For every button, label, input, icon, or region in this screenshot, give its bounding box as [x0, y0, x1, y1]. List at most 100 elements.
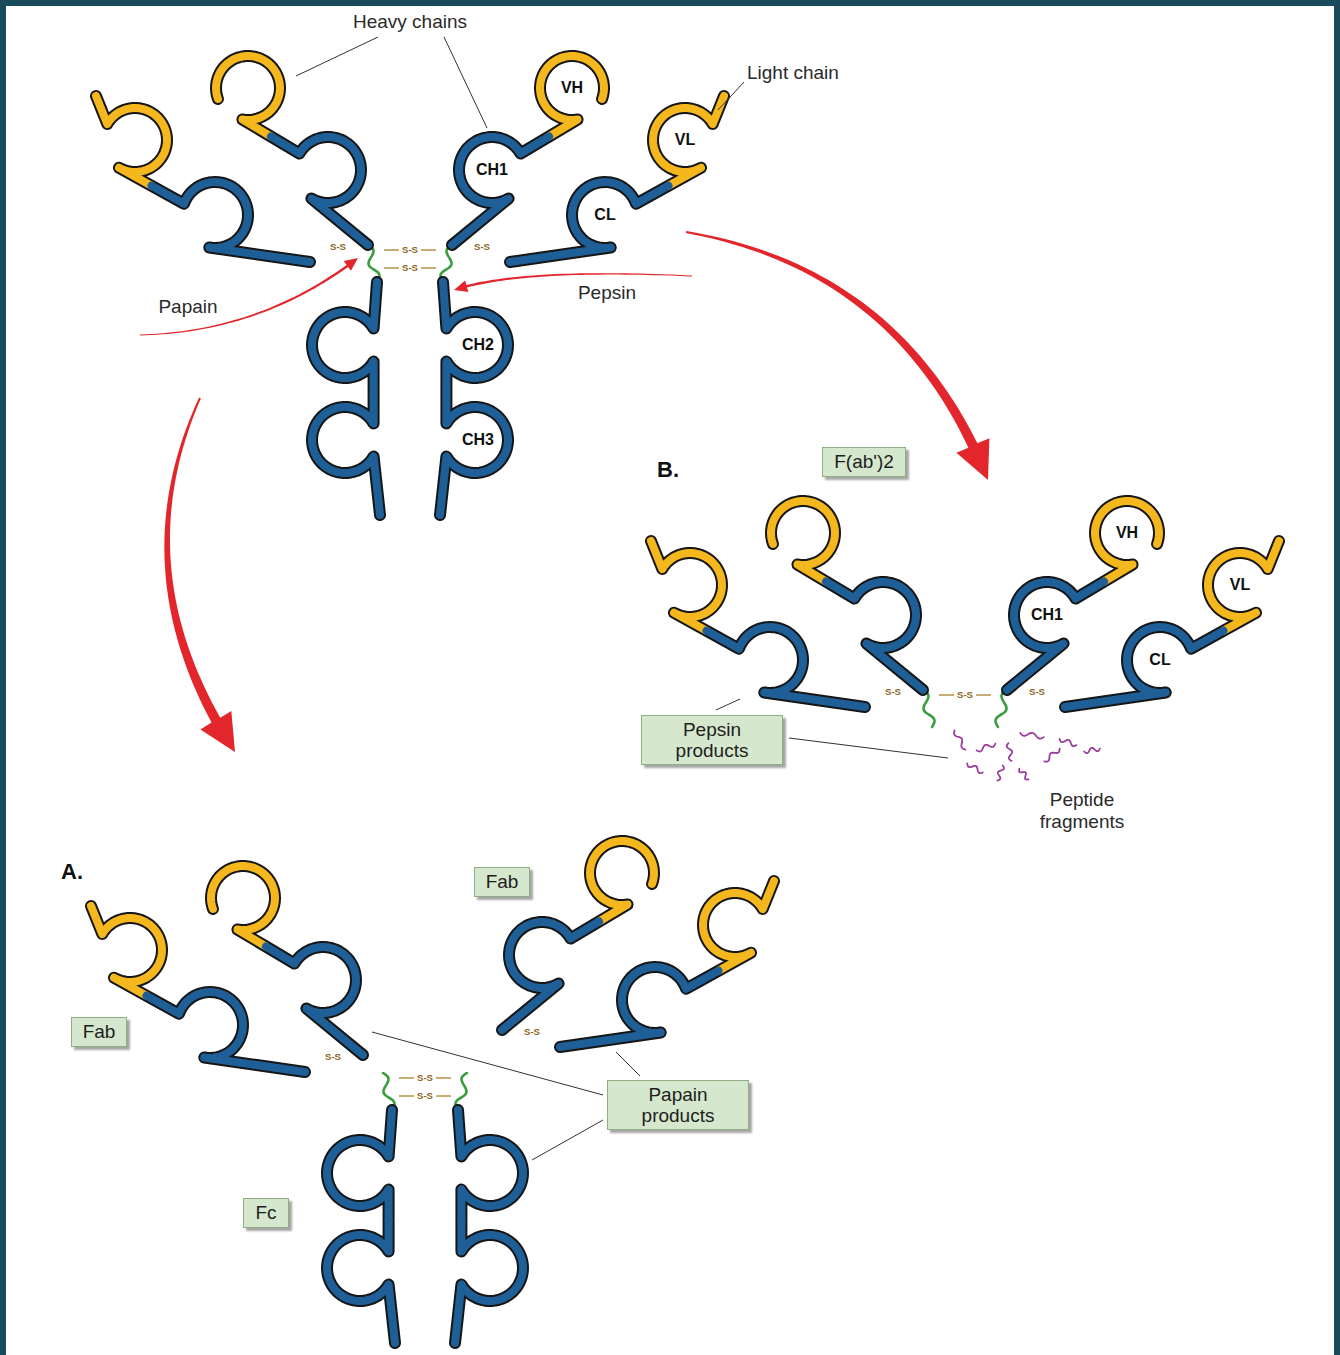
peptide-fragment	[1084, 748, 1100, 753]
disulfide-label: S-S	[402, 245, 418, 256]
chain-domain	[443, 282, 508, 393]
product-label-box: Fab	[71, 1017, 128, 1046]
domain-name: VH	[1116, 524, 1138, 542]
label-holder: S-S	[885, 687, 901, 698]
disulfide-label: S-S	[885, 687, 901, 698]
chain-domain	[1208, 541, 1279, 631]
chain-outline	[455, 1110, 523, 1343]
domain-name: VL	[1230, 576, 1250, 594]
chain-domain	[826, 582, 923, 690]
label-holder: CH3	[462, 431, 494, 449]
peptide-fragment	[954, 730, 965, 749]
label-holder: Peptide fragments	[1025, 789, 1140, 833]
product-label-box: Papain products	[607, 1080, 749, 1131]
disulfide-label: S-S	[474, 242, 490, 253]
domain-name: CH3	[462, 431, 494, 449]
product-label: Pepsin products	[653, 719, 771, 762]
product-label-box: Fc	[243, 1198, 288, 1227]
peptide-fragment	[1020, 733, 1044, 739]
chain-domain	[771, 501, 835, 581]
label-holder: S-S	[474, 242, 490, 253]
light-chain	[651, 541, 865, 707]
peptide-fragment	[1007, 743, 1012, 761]
light-chain	[560, 881, 774, 1047]
chain-domain	[706, 627, 865, 707]
label-holder: S-S	[402, 245, 418, 256]
chain-domain	[540, 56, 604, 136]
leader-line	[444, 37, 487, 128]
chain-outline	[1065, 541, 1279, 707]
chain-domain	[312, 282, 377, 393]
heavy-chain	[771, 501, 923, 690]
chain-outline	[771, 501, 923, 690]
chain-outline	[1007, 501, 1159, 690]
heavy-chain	[312, 282, 380, 515]
disulfide-bond	[436, 1077, 451, 1078]
leader-line	[718, 82, 744, 110]
chain-outline	[651, 541, 865, 707]
disulfide-bond	[436, 1095, 451, 1096]
disulfide-bond	[939, 694, 954, 695]
chain-outline	[211, 866, 363, 1055]
disulfide-bond	[421, 267, 436, 268]
label-holder: S-S	[1029, 687, 1045, 698]
label-holder: CL	[1149, 651, 1170, 669]
panel-letter: B.	[657, 457, 679, 482]
chain-outline	[440, 282, 508, 515]
chain-domain	[590, 841, 654, 921]
label-holder: A.	[61, 859, 83, 884]
domain-name: VH	[561, 79, 583, 97]
chain-domain	[1065, 627, 1224, 707]
domain-name: CL	[594, 206, 615, 224]
domain-name: CH2	[462, 336, 494, 354]
enzyme-name: Papain	[158, 296, 217, 318]
product-label: Fc	[255, 1202, 276, 1223]
label-holder: S-S	[330, 242, 346, 253]
label-holder: Light chain	[747, 62, 839, 84]
peptide-fragment	[967, 764, 983, 774]
product-label-box: F(ab')2	[822, 447, 906, 476]
chain-domain	[1095, 501, 1159, 581]
chain-name: Light chain	[747, 62, 839, 84]
disulfide-bond	[399, 1077, 414, 1078]
label-holder: B.	[657, 457, 679, 482]
light-chain	[510, 96, 724, 262]
cleavage-arrow	[140, 258, 358, 336]
leader-line	[296, 37, 378, 76]
domain-name: CH1	[476, 161, 508, 179]
label-holder: Pepsin	[578, 282, 636, 304]
disulfide-bond	[384, 249, 399, 250]
label-holder: VL	[675, 131, 695, 149]
peptide-fragment	[1060, 739, 1077, 746]
leader-line	[532, 1120, 603, 1160]
chain-outline	[312, 282, 380, 515]
disulfide-label: S-S	[402, 263, 418, 274]
heavy-chain	[440, 282, 508, 515]
label-holder: CL	[594, 206, 615, 224]
label-holder: S-S	[417, 1073, 433, 1084]
chain-domain	[216, 56, 280, 136]
disulfide-label: S-S	[524, 1027, 540, 1038]
disulfide-bond	[399, 1095, 414, 1096]
label-holder: S-S	[417, 1091, 433, 1102]
chain-domain	[651, 541, 722, 631]
chain-domain	[312, 393, 380, 516]
chain-outline	[327, 1110, 395, 1343]
label-holder: CH1	[476, 161, 508, 179]
chain-domain	[211, 866, 275, 946]
disulfide-label: S-S	[417, 1091, 433, 1102]
leader-line	[716, 699, 740, 710]
chain-domain	[1007, 582, 1104, 690]
leader-line	[616, 1052, 640, 1076]
chain-outline	[91, 906, 305, 1072]
label-holder: CH2	[462, 336, 494, 354]
peptide-fragment	[977, 744, 996, 752]
product-label: Fab	[83, 1021, 116, 1042]
disulfide-label: S-S	[325, 1052, 341, 1063]
chain-outline	[560, 881, 774, 1047]
chain-domain	[327, 1221, 395, 1344]
fragment-note: Peptide fragments	[1025, 789, 1140, 833]
panel-letter: A.	[61, 859, 83, 884]
enzyme-name: Pepsin	[578, 282, 636, 304]
